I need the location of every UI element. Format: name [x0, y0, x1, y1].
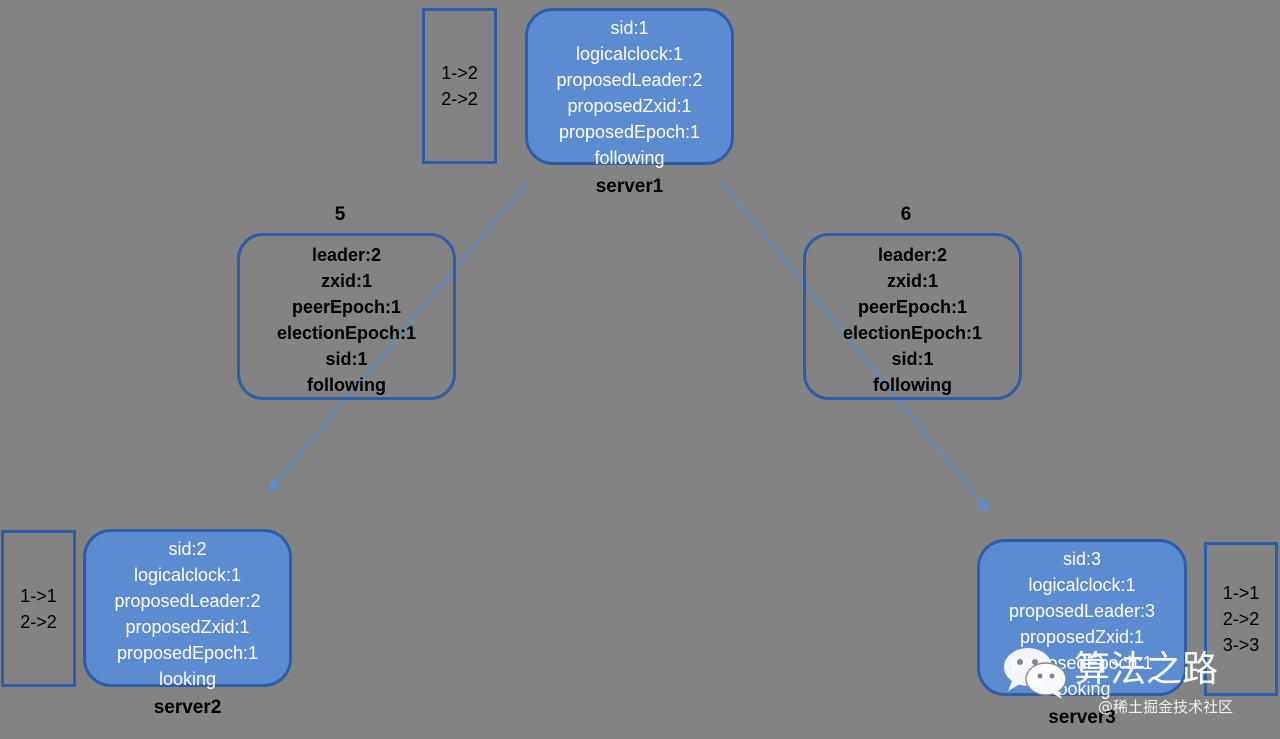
server3-logicalclock: logicalclock:1	[1028, 575, 1136, 595]
server2-vote-box: 1->1 2->2	[1, 530, 76, 687]
server2-proposed-zxid: proposedZxid:1	[125, 617, 250, 637]
server1-label: server1	[595, 176, 664, 197]
message5-box: leader:2 zxid:1 peerEpoch:1 electionEpoc…	[237, 233, 456, 400]
message6-box: leader:2 zxid:1 peerEpoch:1 electionEpoc…	[803, 233, 1022, 400]
server1-sid: sid:1	[610, 18, 649, 38]
message6-peer-epoch: peerEpoch:1	[857, 297, 968, 317]
server1-vote: 2->2	[441, 89, 478, 109]
message5-sid: sid:1	[325, 349, 368, 369]
server3-vote: 2->2	[1222, 609, 1260, 629]
server2-proposed-epoch: proposedEpoch:1	[116, 643, 259, 663]
message5-peer-epoch: peerEpoch:1	[291, 297, 402, 317]
server3-label: server3	[1048, 707, 1116, 728]
watermark-community: @稀土掘金技术社区	[1098, 698, 1234, 716]
server2-node: sid:2 logicalclock:1 proposedLeader:2 pr…	[83, 529, 292, 689]
message5-state: following	[307, 375, 386, 395]
server2-logicalclock: logicalclock:1	[133, 565, 242, 585]
server1-node: sid:1 logicalclock:1 proposedLeader:2 pr…	[525, 8, 734, 168]
message5-leader: leader:2	[311, 245, 382, 265]
wechat-icon	[1004, 648, 1067, 699]
server2-sid: sid:2	[168, 539, 207, 559]
message6-sid: sid:1	[891, 349, 934, 369]
watermark-brand: 算法之路	[1074, 649, 1219, 690]
server1-proposed-leader: proposedLeader:2	[556, 70, 703, 90]
message5-number: 5	[334, 204, 346, 225]
message6-number: 6	[900, 204, 912, 225]
server2-vote: 1->1	[20, 585, 57, 606]
server1-logicalclock: logicalclock:1	[575, 44, 684, 64]
message6-leader: leader:2	[877, 245, 948, 265]
server3-vote: 3->3	[1222, 635, 1260, 655]
server2-vote: 2->2	[20, 611, 57, 632]
server3-vote-box: 1->1 2->2 3->3	[1204, 542, 1278, 696]
server3-proposed-zxid: proposedZxid:1	[1019, 627, 1145, 647]
server2-proposed-leader: proposedLeader:2	[114, 591, 261, 611]
message6-election-epoch: electionEpoch:1	[842, 323, 983, 343]
server3-vote: 1->1	[1222, 583, 1260, 603]
server3-sid: sid:3	[1062, 549, 1102, 569]
server1-vote: 1->2	[441, 63, 478, 83]
arrow-server1-to-server3	[721, 182, 990, 512]
message6-state: following	[873, 375, 952, 395]
server2-state: looking	[158, 669, 217, 689]
message5-election-epoch: electionEpoch:1	[276, 323, 417, 343]
server1-state: following	[594, 148, 665, 168]
server1-proposed-epoch: proposedEpoch:1	[558, 122, 701, 142]
server3-state: looking	[1053, 679, 1111, 699]
server1-proposed-zxid: proposedZxid:1	[567, 96, 692, 116]
server2-label: server2	[153, 697, 222, 718]
arrow-server1-to-server2	[268, 182, 528, 492]
server3-proposed-leader: proposedLeader:3	[1008, 601, 1156, 621]
message5-zxid: zxid:1	[320, 271, 372, 291]
server1-vote-box: 1->2 2->2	[422, 8, 497, 164]
message6-zxid: zxid:1	[886, 271, 938, 291]
